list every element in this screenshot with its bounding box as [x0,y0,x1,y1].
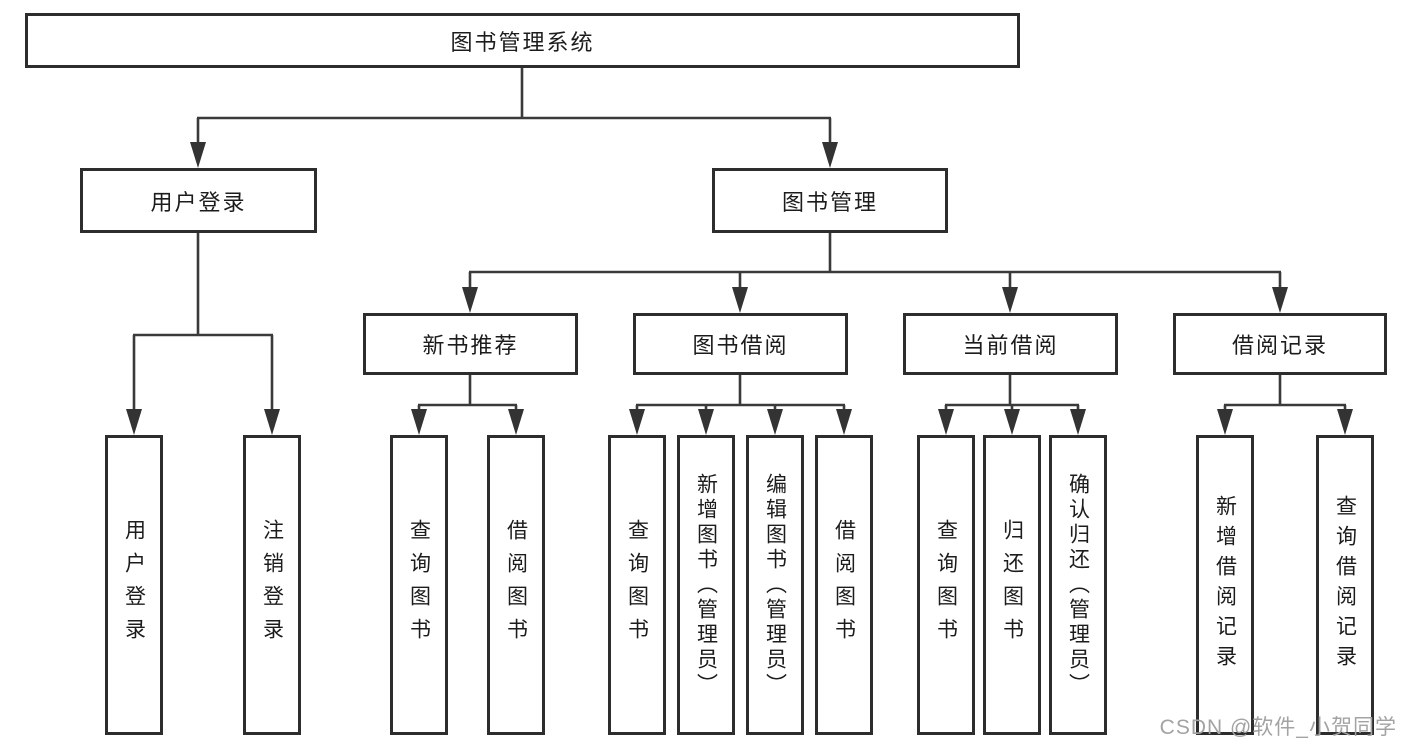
node-label: 注销登录 [260,519,284,651]
node-label: 归还图书 [1000,519,1024,651]
node-label: 新增借阅记录 [1213,495,1237,675]
arrowhead [462,287,478,313]
node-label: 新书推荐 [422,333,519,358]
node-user-login: 用户登录 [80,168,317,233]
node-leaf-add-book-admin: 新增图书（管理员） [677,435,735,735]
arrowhead [767,409,783,435]
arrowhead [126,409,142,435]
arrowhead [1002,287,1018,313]
node-leaf-borrow-books-recommend: 借阅图书 [487,435,545,735]
node-borrow-records: 借阅记录 [1173,313,1387,375]
node-leaf-edit-book-admin: 编辑图书（管理员） [746,435,804,735]
node-leaf-confirm-return-admin: 确认归还（管理员） [1049,435,1107,735]
node-label: 借阅图书 [504,519,528,651]
node-label: 图书管理 [781,189,878,215]
node-leaf-query-books-current: 查询图书 [917,435,975,735]
node-label: 借阅记录 [1231,333,1328,358]
arrowhead [629,409,645,435]
node-leaf-return-book: 归还图书 [983,435,1041,735]
node-label: 借阅图书 [832,519,856,651]
node-label: 查询图书 [625,519,649,651]
node-root-label: 图书管理系统 [450,29,595,55]
node-leaf-query-books-borrow: 查询图书 [608,435,666,735]
node-leaf-query-books-recommend: 查询图书 [390,435,448,735]
arrowhead [411,409,427,435]
arrowhead [938,409,954,435]
arrowhead [1217,409,1233,435]
node-label: 用户登录 [122,519,146,651]
node-label: 查询图书 [934,519,958,651]
arrowhead [732,287,748,313]
arrowhead [264,409,280,435]
arrowhead [1337,409,1353,435]
node-leaf-query-borrow-record: 查询借阅记录 [1316,435,1374,735]
node-root-system: 图书管理系统 [25,13,1020,68]
arrowhead [508,409,524,435]
node-current-borrow: 当前借阅 [903,313,1118,375]
arrowhead [1070,409,1086,435]
node-leaf-add-borrow-record: 新增借阅记录 [1196,435,1254,735]
node-book-management: 图书管理 [712,168,948,233]
node-label: 编辑图书（管理员） [763,472,787,698]
arrowhead [1004,409,1020,435]
arrowhead [190,142,206,168]
arrowhead [1272,287,1288,313]
node-label: 查询借阅记录 [1333,495,1357,675]
arrowhead [822,142,838,168]
node-label: 新增图书（管理员） [694,472,718,698]
node-book-borrow: 图书借阅 [633,313,848,375]
arrowhead [698,409,714,435]
node-new-book-recommend: 新书推荐 [363,313,578,375]
node-label: 当前借阅 [962,333,1059,358]
node-leaf-user-login: 用户登录 [105,435,163,735]
arrowhead [836,409,852,435]
node-label: 图书借阅 [692,333,789,358]
node-leaf-borrow-books: 借阅图书 [815,435,873,735]
node-label: 查询图书 [407,519,431,651]
node-label: 用户登录 [150,189,247,215]
csdn-watermark: CSDN @软件_小贺同学 [1159,716,1397,739]
node-label: 确认归还（管理员） [1066,472,1090,698]
node-leaf-logout: 注销登录 [243,435,301,735]
